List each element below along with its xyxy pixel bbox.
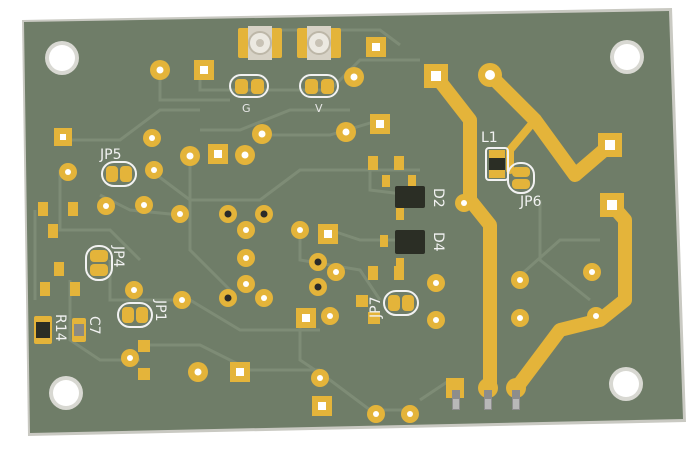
label-d2: D2 [430, 188, 446, 208]
label-c7: C7 [86, 316, 102, 335]
board-substrate [24, 11, 683, 433]
label-jp6: JP6 [519, 194, 542, 210]
pad-holes-dark [224, 210, 322, 302]
label-led-v: V [315, 102, 323, 115]
pad-holes [65, 66, 599, 417]
label-jp5: JP5 [99, 147, 121, 163]
inductor-l1 [485, 147, 509, 181]
mounting-hole-icon [45, 40, 644, 410]
r14-c7 [34, 316, 86, 344]
led-icon [238, 26, 341, 60]
label-jp7: JP7 [368, 297, 384, 319]
th-square-pads [54, 37, 624, 416]
label-l1: L1 [481, 130, 498, 146]
solder-jumpers [85, 74, 535, 328]
label-jp1: JP1 [152, 299, 168, 321]
label-r14: R14 [52, 314, 68, 342]
label-led-g: G [242, 102, 251, 115]
smd-pads [38, 156, 404, 380]
label-jp4: JP4 [110, 245, 126, 268]
label-d4: D4 [430, 232, 446, 252]
diodes [380, 175, 425, 270]
pin-header-icon [446, 378, 526, 410]
